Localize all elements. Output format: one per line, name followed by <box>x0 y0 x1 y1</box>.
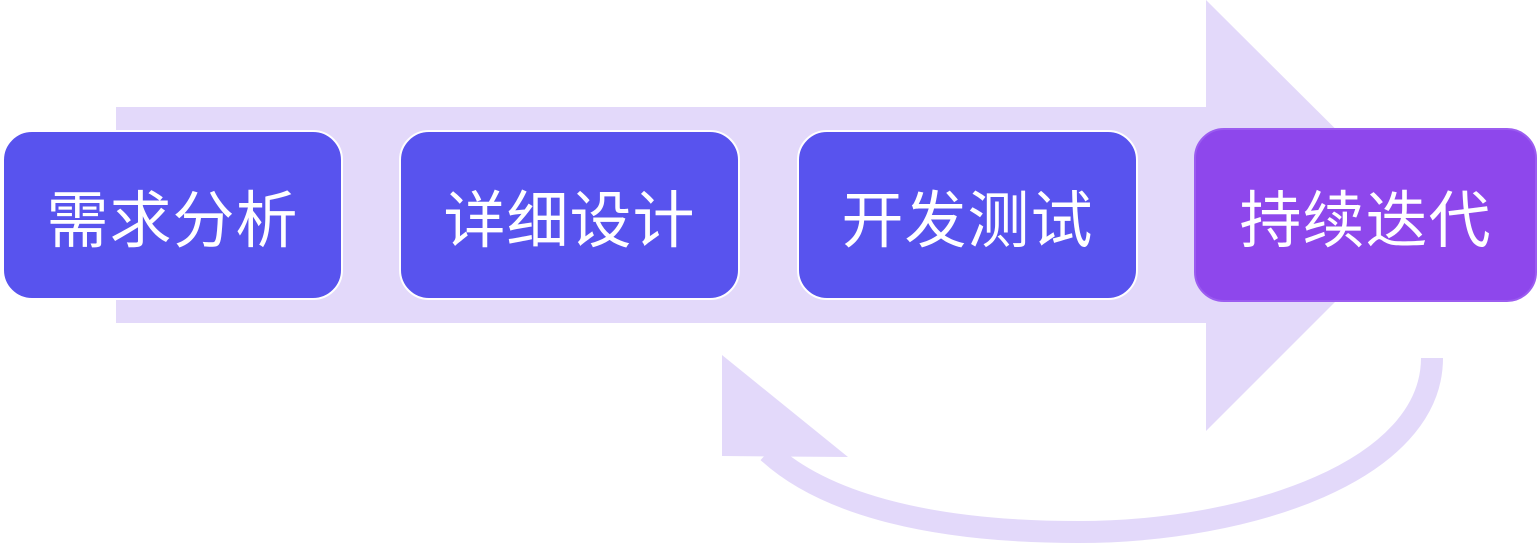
step-label: 开发测试 <box>841 184 1094 257</box>
step-continuous-iteration: 持续迭代 <box>1194 128 1537 302</box>
step-label: 需求分析 <box>46 184 299 257</box>
step-label: 详细设计 <box>443 184 696 257</box>
feedback-loop-arrow-body <box>760 357 1443 543</box>
feedback-loop-arrowhead <box>722 355 848 457</box>
step-detailed-design: 详细设计 <box>399 130 740 300</box>
step-label: 持续迭代 <box>1239 184 1492 257</box>
step-requirements-analysis: 需求分析 <box>2 130 343 300</box>
main-forward-arrow <box>116 0 1422 431</box>
step-dev-test: 开发测试 <box>797 130 1138 300</box>
